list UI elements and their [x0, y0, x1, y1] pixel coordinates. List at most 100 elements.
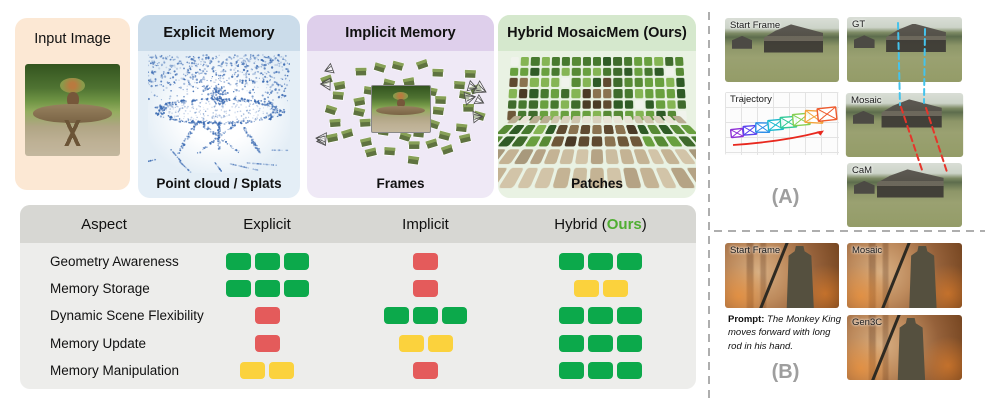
mosaic-cell: [571, 99, 581, 110]
shed-shape: [852, 110, 874, 124]
mosaic-cell: [531, 57, 540, 66]
mosaic-cell: [644, 67, 654, 77]
mosaic-cell: [675, 67, 685, 77]
mosaic-cell: [571, 116, 582, 124]
mosaic-cell: [582, 57, 591, 66]
table-row: Geometry Awareness: [20, 253, 696, 271]
rating-hybrid: [505, 280, 696, 298]
aspect-label: Memory Storage: [50, 281, 150, 297]
rating-square-partial: [398, 334, 424, 352]
rating-square-good: [588, 253, 613, 271]
mosaic-cell: [605, 149, 619, 165]
mosaic-patches: [498, 57, 696, 189]
mosaic-cell: [654, 67, 664, 77]
header-hybrid-ours: Ours: [606, 215, 642, 233]
point-cloud-sketch: [148, 53, 290, 173]
panel-b-label: (B): [771, 361, 800, 383]
mosaic-cell: [634, 67, 643, 77]
mosaic-cell: [551, 57, 561, 66]
rating-square-good: [617, 361, 642, 379]
mosaic-cell: [543, 149, 561, 165]
mosaic-cell: [568, 124, 580, 134]
panel-b-gen3c-photo: Gen3C: [847, 315, 962, 380]
hybrid-panel-caption: Patches: [571, 176, 623, 191]
mosaic-cell: [603, 124, 614, 134]
mosaic-cell: [625, 124, 638, 134]
tabletop-shape: [376, 105, 425, 116]
rating-square-partial: [602, 280, 628, 298]
mosaic-cell: [666, 99, 676, 110]
mosaic-cell: [539, 99, 549, 110]
mosaic-cell: [520, 67, 529, 77]
mosaic-cell: [507, 99, 517, 110]
mosaic-cell: [613, 89, 623, 98]
mosaic-cell: [519, 89, 528, 98]
mosaic-cell: [644, 78, 654, 87]
table-legs-shape: [51, 120, 94, 146]
rating-square-good: [254, 280, 280, 298]
rating-square-poor: [254, 307, 280, 325]
mosaic-cell: [592, 89, 602, 98]
rating-implicit: [346, 280, 505, 298]
rating-square-partial: [427, 334, 453, 352]
mosaic-cell: [634, 89, 644, 98]
mosaic-cell: [529, 89, 539, 98]
mosaic-cell: [510, 57, 520, 66]
shed-shape: [853, 180, 875, 194]
header-aspect: Aspect: [81, 215, 127, 233]
panel-a-gt-photo: GT: [847, 17, 962, 82]
panel-a-start-frame-label: Start Frame: [730, 20, 781, 31]
rating-square-good: [588, 334, 613, 352]
table-row: Dynamic Scene Flexibility: [20, 307, 696, 325]
hybrid-panel-title: Hybrid MosaicMem (Ours): [498, 15, 696, 51]
aspect-label: Dynamic Scene Flexibility: [50, 308, 204, 324]
pot-shape: [66, 91, 80, 108]
mosaic-cell: [604, 135, 616, 147]
mosaic-cell: [602, 116, 612, 124]
rating-square-good: [617, 253, 642, 271]
header-implicit: Implicit: [402, 215, 449, 233]
tabletop-shape: [32, 104, 113, 123]
prompt-label: Prompt:: [728, 314, 765, 325]
header-hybrid: Hybrid (Ours): [505, 216, 696, 233]
rating-square-good: [384, 307, 409, 325]
mosaic-cell: [655, 78, 664, 87]
shed-shape: [853, 35, 875, 49]
panel-b-gen3c-label: Gen3C: [852, 317, 883, 328]
explicit-panel-body: Point cloud / Splats: [138, 51, 300, 198]
rating-square-poor: [254, 334, 280, 352]
mosaic-cell: [613, 78, 623, 87]
rating-explicit: [188, 280, 346, 298]
panel-b-start-frame-label: Start Frame: [730, 245, 781, 256]
mosaic-cell: [560, 116, 572, 124]
mosaic-cell: [665, 67, 674, 77]
mosaic-cell: [572, 67, 581, 77]
panel-a-label: (A): [771, 186, 800, 208]
rating-implicit: [346, 253, 505, 271]
table-row: Memory Storage: [20, 280, 696, 298]
rating-square-good: [559, 307, 584, 325]
rating-square-poor: [413, 280, 438, 298]
plant-shape: [392, 92, 409, 101]
panel-b-mosaic-label: Mosaic: [852, 245, 883, 256]
rating-square-good: [559, 361, 584, 379]
mosaic-cell: [623, 67, 633, 77]
mosaic-cell: [561, 57, 571, 66]
mosaic-cell: [677, 99, 687, 110]
house-shape: [876, 169, 944, 198]
mosaic-cell: [666, 89, 675, 98]
mosaic-cell: [612, 116, 623, 124]
mosaic-cell: [634, 99, 644, 110]
mosaic-cell: [613, 99, 623, 110]
rating-square-good: [559, 334, 584, 352]
mosaic-cell: [582, 78, 591, 87]
mosaic-cell: [561, 78, 571, 87]
rating-square-partial: [269, 361, 294, 379]
panel-a-mosaic-label: Mosaic: [850, 95, 882, 106]
mosaic-cell: [628, 135, 644, 147]
point-cloud-dots: [148, 53, 290, 173]
mosaic-cell: [633, 149, 651, 165]
mosaic-cell: [540, 67, 550, 77]
implicit-panel-body: Frames: [307, 51, 494, 198]
